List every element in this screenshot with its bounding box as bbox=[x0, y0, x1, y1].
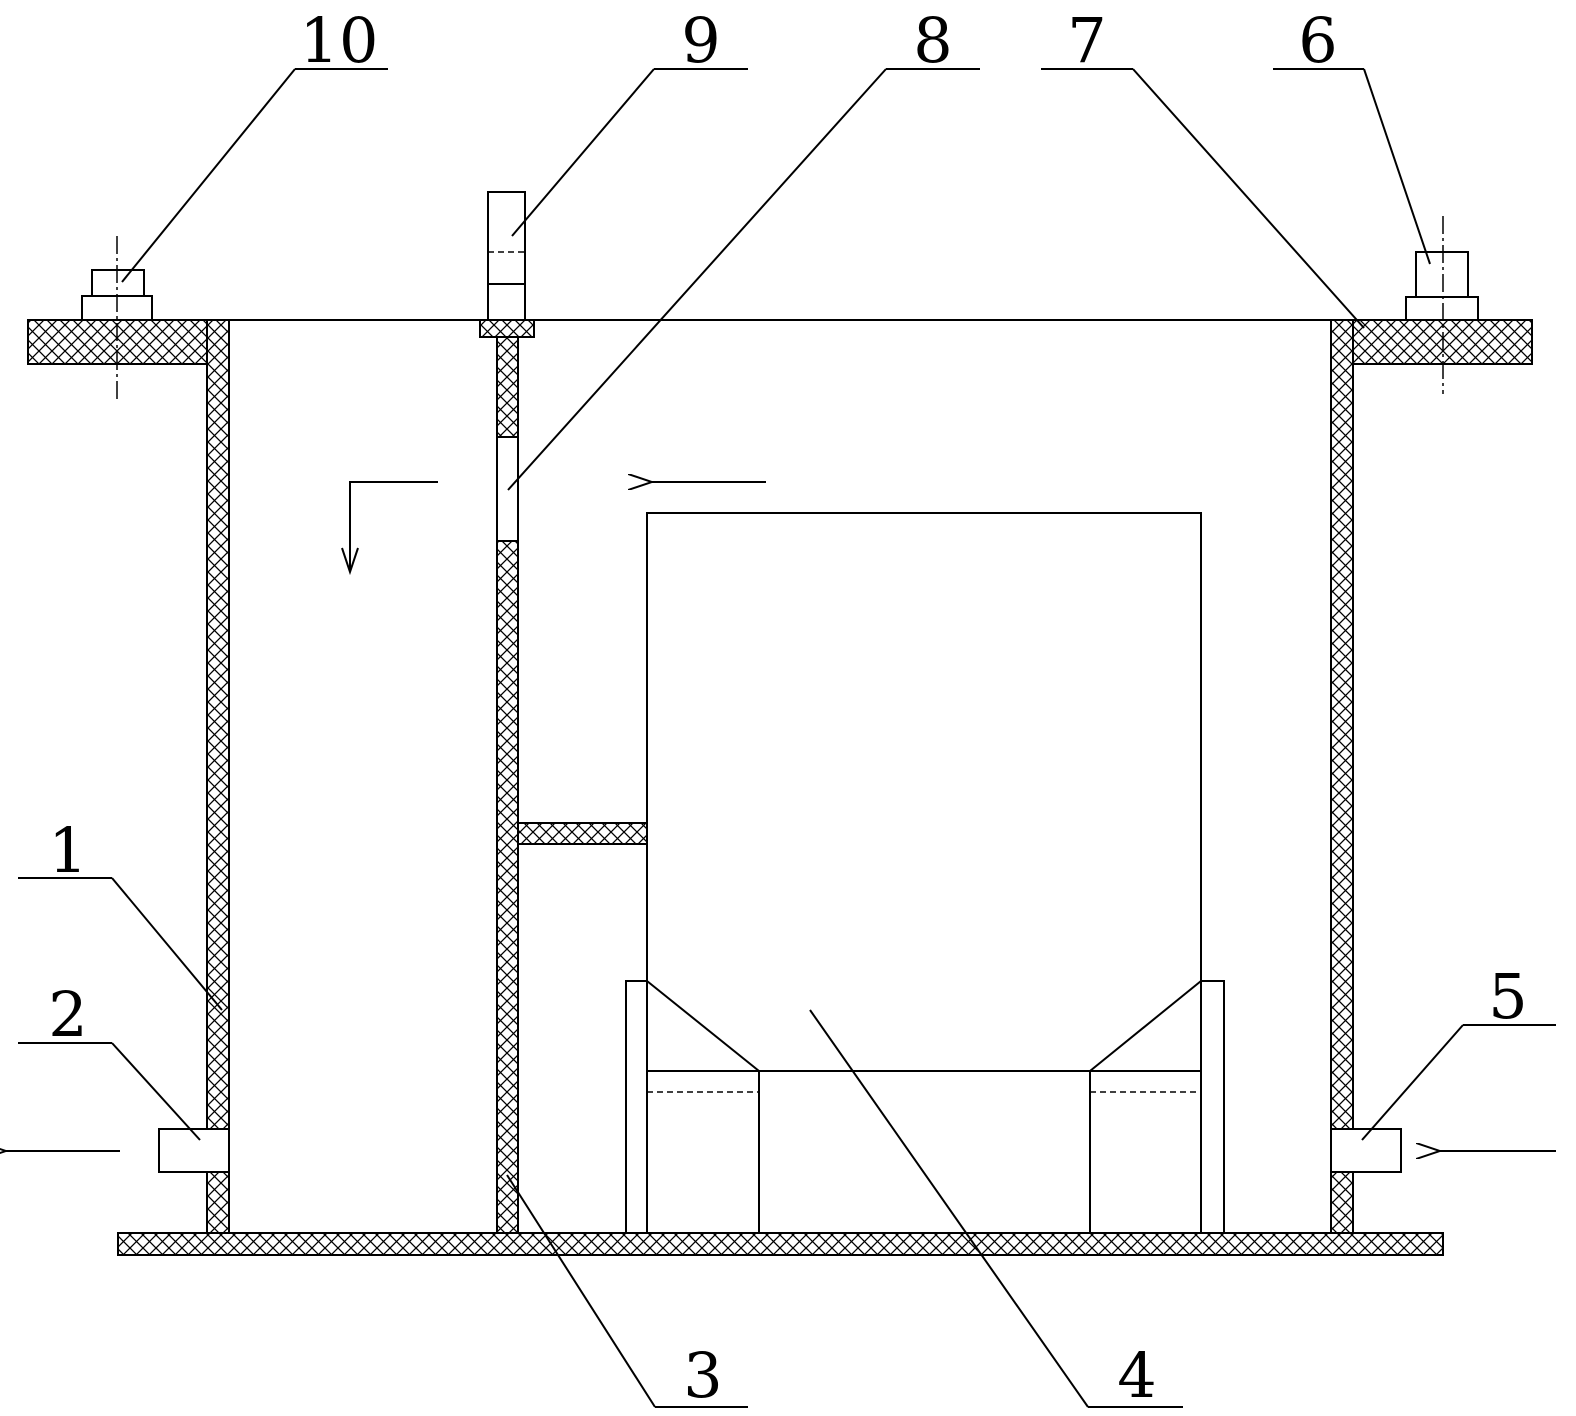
label-6: 6 bbox=[1298, 4, 1337, 77]
down-flow-arrow bbox=[341, 481, 438, 576]
partition-opening bbox=[496, 436, 519, 542]
base-plate bbox=[117, 1232, 1444, 1256]
left-support-post bbox=[625, 980, 648, 1234]
label-3: 3 bbox=[683, 1339, 722, 1412]
top-right-flange bbox=[1351, 319, 1533, 365]
partition-wall-upper bbox=[496, 336, 519, 438]
right-outer-wall bbox=[1330, 319, 1354, 1235]
label-7: 7 bbox=[1067, 4, 1106, 77]
left-outer-wall bbox=[206, 319, 230, 1235]
label-4: 4 bbox=[1117, 1339, 1156, 1412]
left-support-block bbox=[646, 1070, 760, 1234]
adjusting-handle bbox=[487, 191, 526, 321]
right-support-block bbox=[1089, 1070, 1202, 1234]
partition-top-cap bbox=[479, 319, 535, 338]
specimen-box bbox=[646, 512, 1202, 1072]
leader-lines bbox=[18, 68, 1556, 1408]
label-10: 10 bbox=[300, 4, 379, 77]
partition-wall-lower bbox=[496, 540, 519, 1234]
top-left-flange bbox=[27, 319, 229, 365]
right-bolt bbox=[1405, 216, 1479, 394]
label-2: 2 bbox=[48, 978, 87, 1051]
label-9: 9 bbox=[681, 4, 720, 77]
label-1: 1 bbox=[48, 814, 87, 887]
label-5: 5 bbox=[1488, 960, 1527, 1033]
left-bolt bbox=[81, 236, 153, 402]
label-8: 8 bbox=[913, 4, 952, 77]
right-support-post bbox=[1200, 980, 1225, 1234]
outlet-pipe bbox=[158, 1128, 230, 1173]
